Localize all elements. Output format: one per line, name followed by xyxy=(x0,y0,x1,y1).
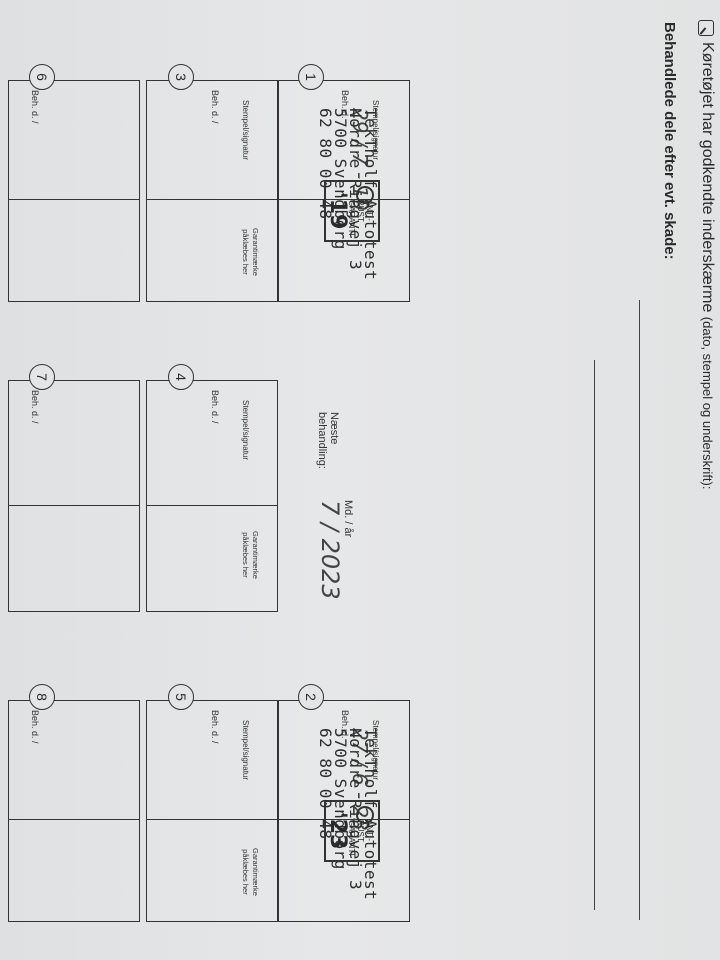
beh-label: Beh. d. / xyxy=(210,390,220,424)
treatment-box-7 xyxy=(8,380,140,612)
beh-label: Beh. d. / xyxy=(210,90,220,124)
garanti-label: Garantimærke påklæbes her xyxy=(241,531,260,579)
header-line-1: Køretøjet har godkendte inderskærme xyxy=(699,42,716,313)
box-number-2: 2 xyxy=(298,684,324,710)
box-number-5: 5 xyxy=(168,684,194,710)
stempel-label: Stempel/signatur xyxy=(241,100,250,161)
box-number-4: 4 xyxy=(168,364,194,390)
checkbox-icon[interactable] xyxy=(698,20,714,36)
box-number-3: 3 xyxy=(168,64,194,90)
beh-label: Beh. d. / xyxy=(30,90,40,124)
header-line-2: Behandlede dele efter evt. skade: xyxy=(661,22,678,260)
garanti-label: Garantimærke påklæbes her xyxy=(241,848,260,896)
handwritten-next-date: 7 / 2023 xyxy=(316,500,344,600)
treatment-box-8 xyxy=(8,700,140,922)
box-number-6: 6 xyxy=(29,64,55,90)
box-number-8: 8 xyxy=(29,684,55,710)
stempel-label: Stempel/signatur xyxy=(241,720,250,781)
anti-rust-badge-2: ANTI-RUST GARANTI '23 xyxy=(324,800,380,862)
beh-label: Beh. d. / xyxy=(30,390,40,424)
next-treatment-label: Næste behandling: xyxy=(316,412,340,469)
header-line-1-suffix: (dato, stempel og underskrift): xyxy=(700,316,715,490)
treatment-box-6 xyxy=(8,80,140,302)
beh-label: Beh. d. / xyxy=(210,710,220,744)
garanti-label: Garantimærke påklæbes her xyxy=(241,228,260,276)
box-number-7: 7 xyxy=(29,364,55,390)
rule-line xyxy=(594,360,595,910)
anti-rust-badge-1: ANTI-RUST GARANTI '19 xyxy=(324,180,380,242)
beh-label: Beh. d. / xyxy=(30,710,40,744)
header-line: Køretøjet har godkendte inderskærme (dat… xyxy=(698,42,716,490)
box-number-1: 1 xyxy=(298,64,324,90)
stempel-label: Stempel/signatur xyxy=(241,400,250,461)
rule-line xyxy=(639,300,640,920)
